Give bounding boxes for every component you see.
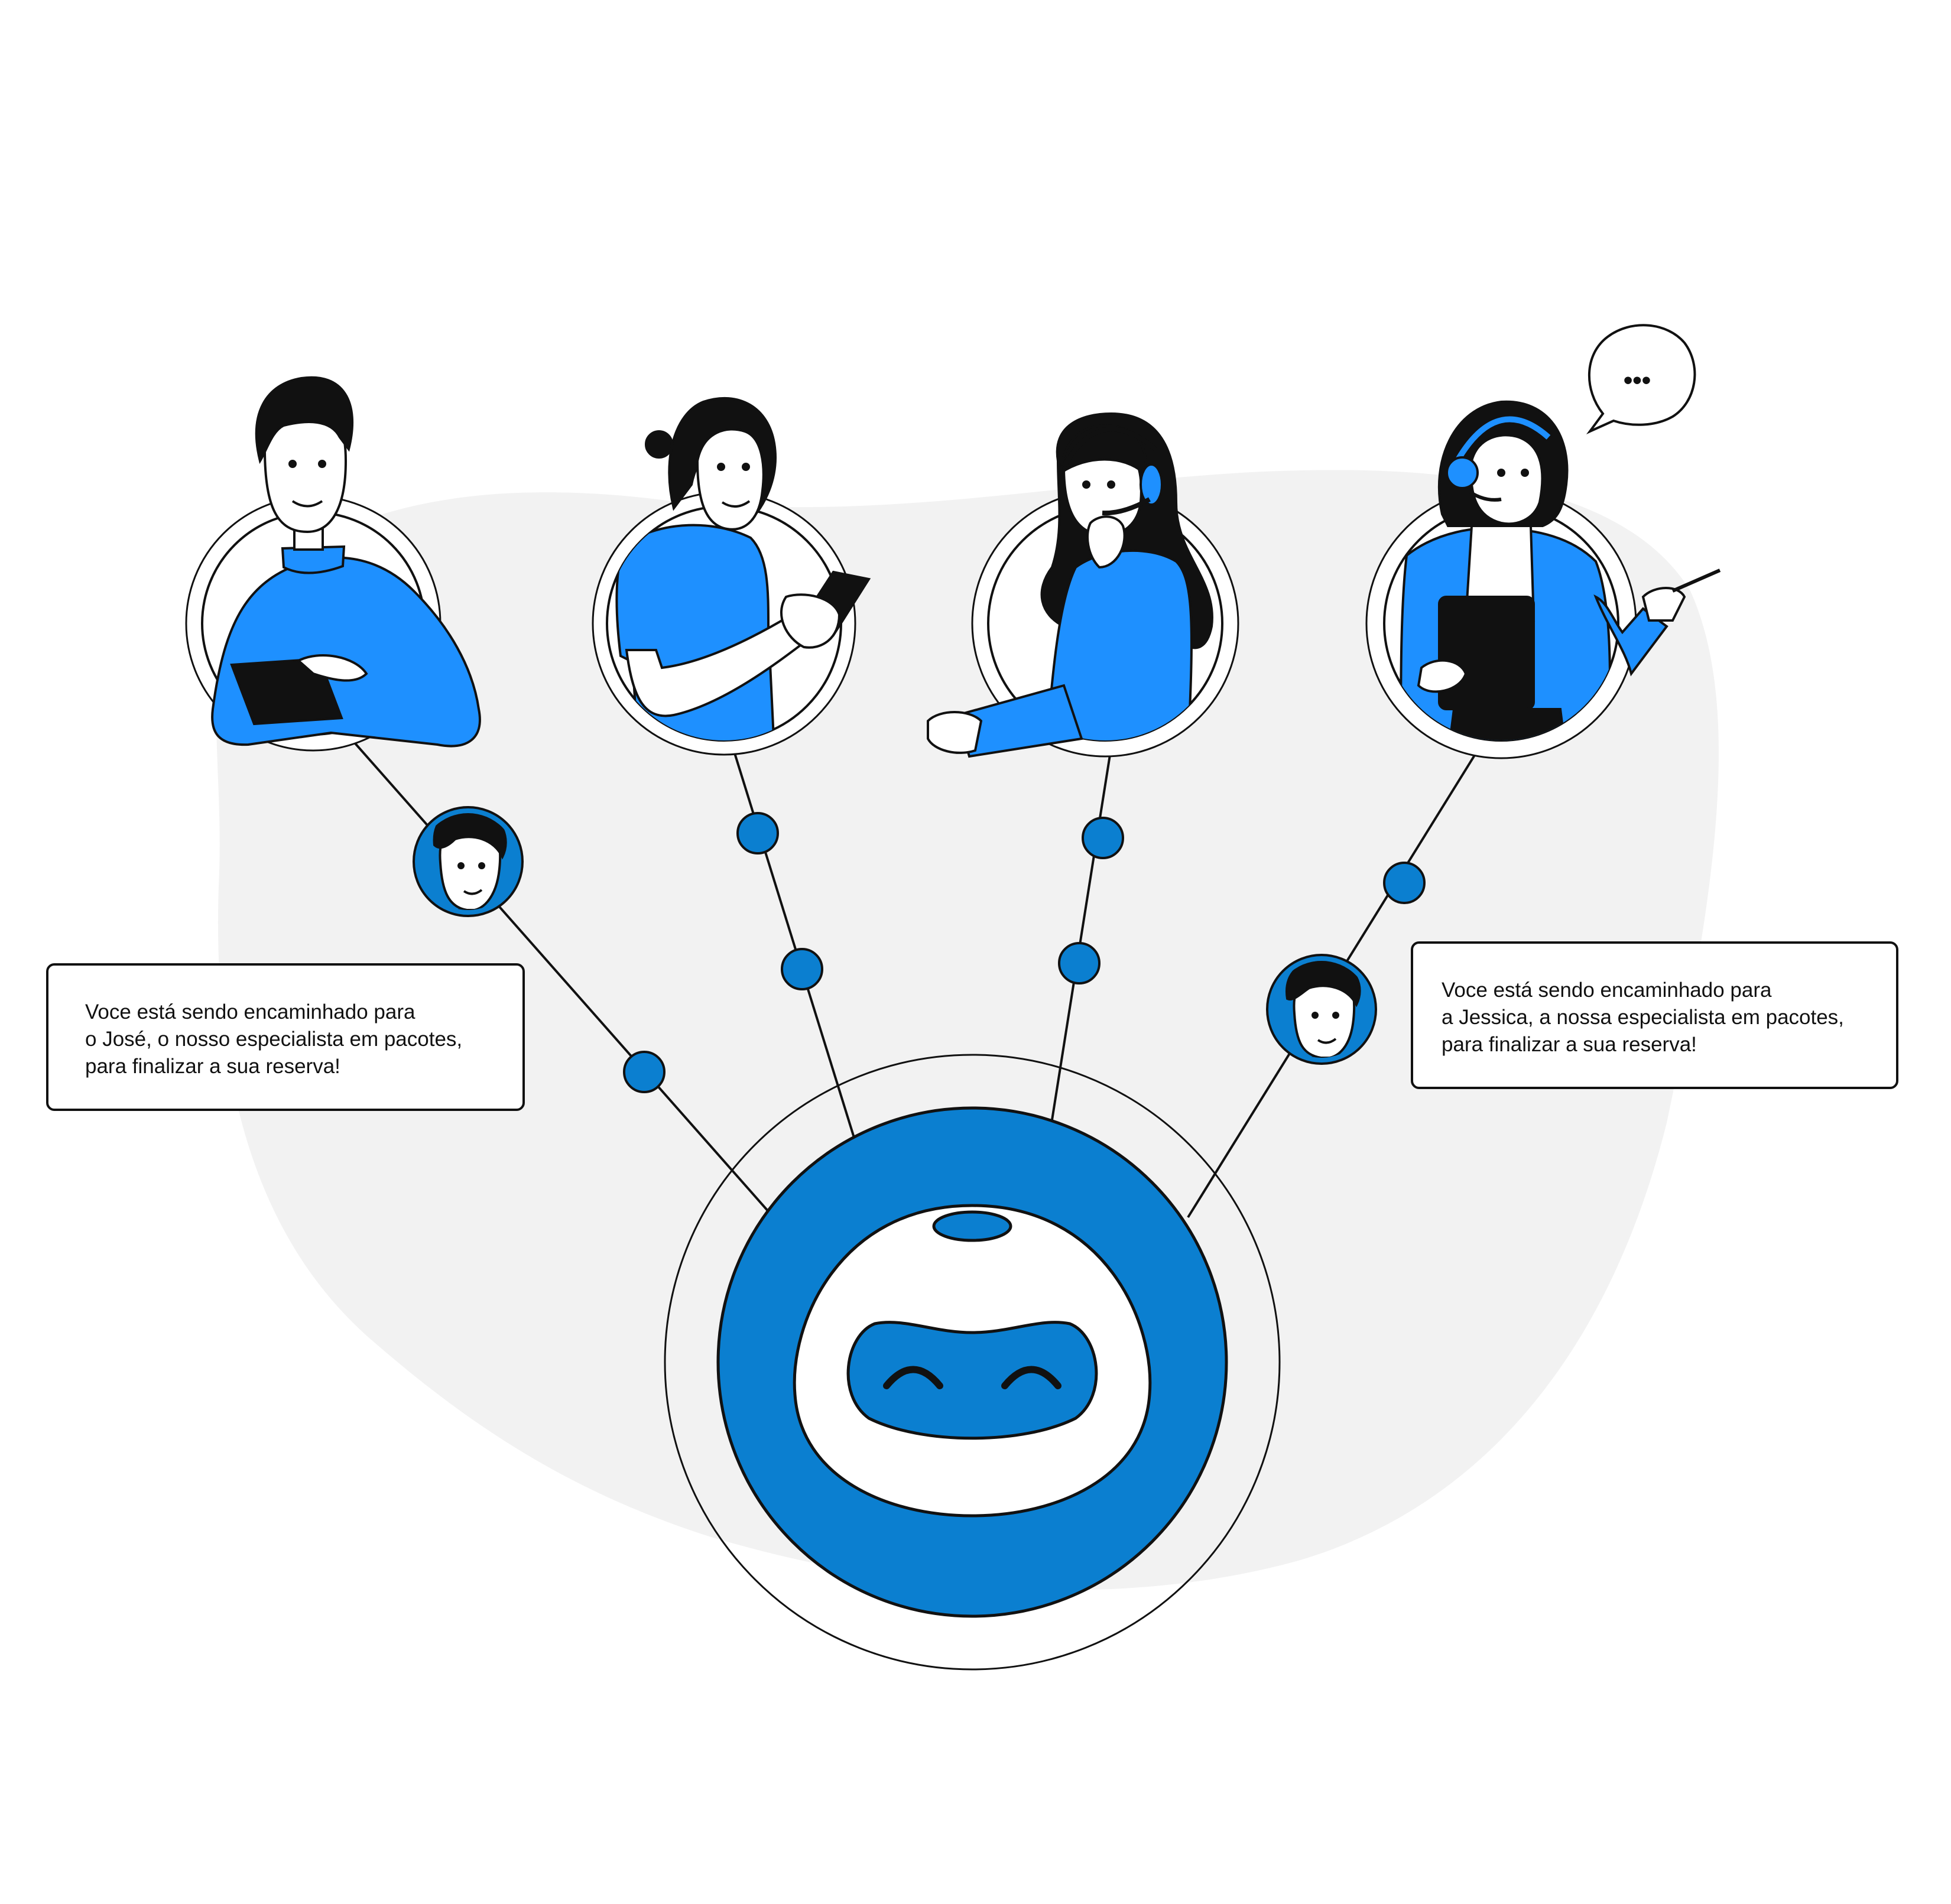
message-line: o José, o nosso especialista em pacotes, (85, 1028, 463, 1051)
agent-1-collar (281, 545, 346, 574)
agent-card-2[interactable] (592, 397, 871, 756)
message-line: Voce está sendo encaminhado para (1442, 979, 1772, 1002)
connector-dot (1058, 942, 1101, 985)
connector-line-agent-3 (1051, 747, 1112, 1120)
speech-bubble (1586, 324, 1696, 434)
agent-card-3[interactable] (927, 412, 1239, 758)
agent-4-hand-2 (1417, 659, 1468, 693)
message-line: a Jessica, a nossa especialista em pacot… (1442, 1006, 1844, 1029)
agent-3-mic (1102, 497, 1151, 516)
agent-4-mic (1465, 488, 1502, 502)
agent-3-body (1044, 549, 1193, 740)
connector-dot (1082, 817, 1124, 859)
person-with-smartphone-icon (615, 397, 871, 740)
agent-2-arm (625, 613, 811, 717)
connector-dots (623, 812, 1426, 1093)
message-line: para finalizar a sua reserva! (85, 1055, 340, 1078)
agent-4-clipboard (1438, 596, 1535, 710)
robot-eye-left (883, 1366, 943, 1389)
agent-1-hand (296, 654, 368, 682)
central-bot-node[interactable] (664, 1054, 1281, 1671)
agent-2-hair-bun (645, 430, 673, 459)
robot-antenna-cap (932, 1210, 1012, 1242)
bot-outer-ring (664, 1054, 1281, 1671)
speech-bubble-dots: ••• (1624, 366, 1651, 395)
agent-1-hair (255, 376, 354, 464)
connector-dot (781, 948, 823, 990)
avatar-right[interactable] (1266, 954, 1377, 1070)
woman-with-headset-and-clipboard-icon (1399, 400, 1721, 740)
connector-dot (623, 1051, 666, 1093)
smiling-robot-head-icon (793, 1204, 1152, 1518)
agent-3-earpiece (1140, 463, 1163, 506)
connector-dot (1383, 862, 1426, 904)
agent-2-hand (780, 593, 841, 649)
message-line: Voce está sendo encaminhado para (85, 1000, 415, 1024)
robot-visor (846, 1321, 1098, 1440)
agent-4-pen (1671, 568, 1721, 593)
woman-with-headset-icon (927, 412, 1213, 758)
robot-eye-right (1001, 1366, 1061, 1389)
message-line: para finalizar a sua reserva! (1442, 1033, 1697, 1056)
agent-4-face (1470, 434, 1544, 525)
message-box-left: Voce está sendo encaminhado para o José,… (46, 963, 525, 1111)
connector-line-agent-1 (353, 742, 770, 1213)
man-face-avatar-icon (433, 813, 507, 910)
agent-3-fringe (1059, 424, 1147, 475)
agent-4-earpiece (1446, 456, 1479, 489)
typing-ellipsis-icon: ••• (1586, 324, 1696, 434)
agent-3-hand-chin (1086, 515, 1126, 569)
agent-2-face (696, 428, 765, 531)
man-face-avatar-icon (1285, 961, 1361, 1058)
agent-card-4[interactable]: ••• (1365, 324, 1721, 759)
connector-dot (736, 812, 779, 854)
agent-4-headset-band (1451, 416, 1551, 469)
avatar-left[interactable] (413, 806, 524, 922)
man-with-tablet-icon (211, 376, 481, 748)
agent-card-1[interactable] (185, 376, 481, 752)
message-box-right: Voce está sendo encaminhado para a Jessi… (1411, 941, 1898, 1089)
agent-3-hand (927, 711, 983, 754)
agent-3-headset-band (1061, 427, 1157, 468)
background-blob (216, 470, 1719, 1590)
